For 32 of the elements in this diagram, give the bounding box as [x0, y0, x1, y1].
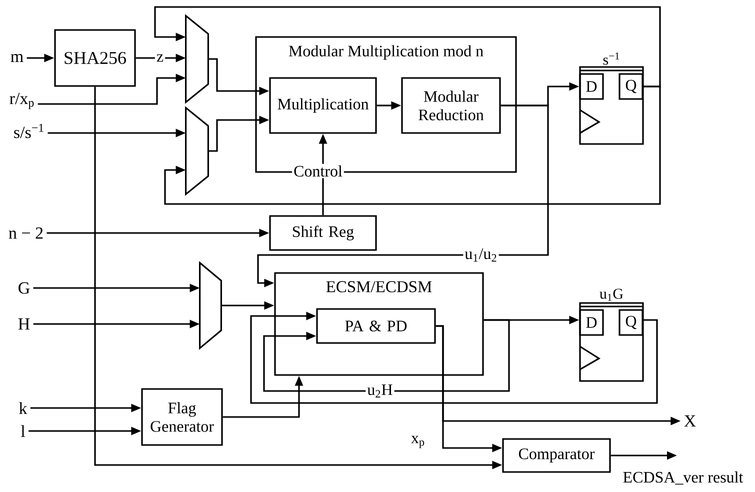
process-box: Flag Generator — [141, 388, 223, 446]
arrow — [154, 6, 661, 88]
arrow — [250, 312, 658, 404]
signal-label: H — [18, 318, 30, 330]
arrow — [263, 319, 510, 392]
port-box: D — [579, 73, 604, 100]
signal-label: X — [684, 415, 696, 427]
edge-label: ECDSA_ver result — [621, 470, 745, 486]
signal-label: l — [21, 425, 26, 437]
process-box: PA & PD — [316, 308, 436, 344]
register-label: s$^{−1}$ — [603, 52, 620, 65]
edge-label: Control — [292, 164, 344, 178]
signal-label: G — [18, 282, 30, 294]
signal-label: n − 2 — [8, 227, 43, 239]
process-box: Shift Reg — [269, 215, 377, 251]
signal-label: k — [19, 402, 28, 414]
process-box: Modular Reduction — [401, 77, 501, 134]
signal-label: r/x$_{p}$ — [10, 92, 34, 110]
edge-label: z — [154, 52, 166, 64]
process-box: Multiplication — [269, 77, 377, 134]
edge-label: u$_{2}$H — [366, 382, 394, 400]
port-box: Q — [618, 309, 644, 336]
register-label: u$_{1}$G — [600, 288, 624, 301]
process-box: SHA256 — [54, 29, 136, 87]
edge-label: x$_{p}$ — [409, 434, 427, 450]
signal-label: s/s$^{−1}$ — [14, 124, 44, 138]
signal-label: m — [10, 54, 24, 62]
port-box: Q — [618, 73, 644, 100]
arrow — [164, 86, 661, 205]
port-box: D — [579, 309, 604, 336]
edge-label: u$_{1}$/u$_{2}$ — [463, 246, 499, 264]
process-box: Comparator — [502, 438, 611, 473]
